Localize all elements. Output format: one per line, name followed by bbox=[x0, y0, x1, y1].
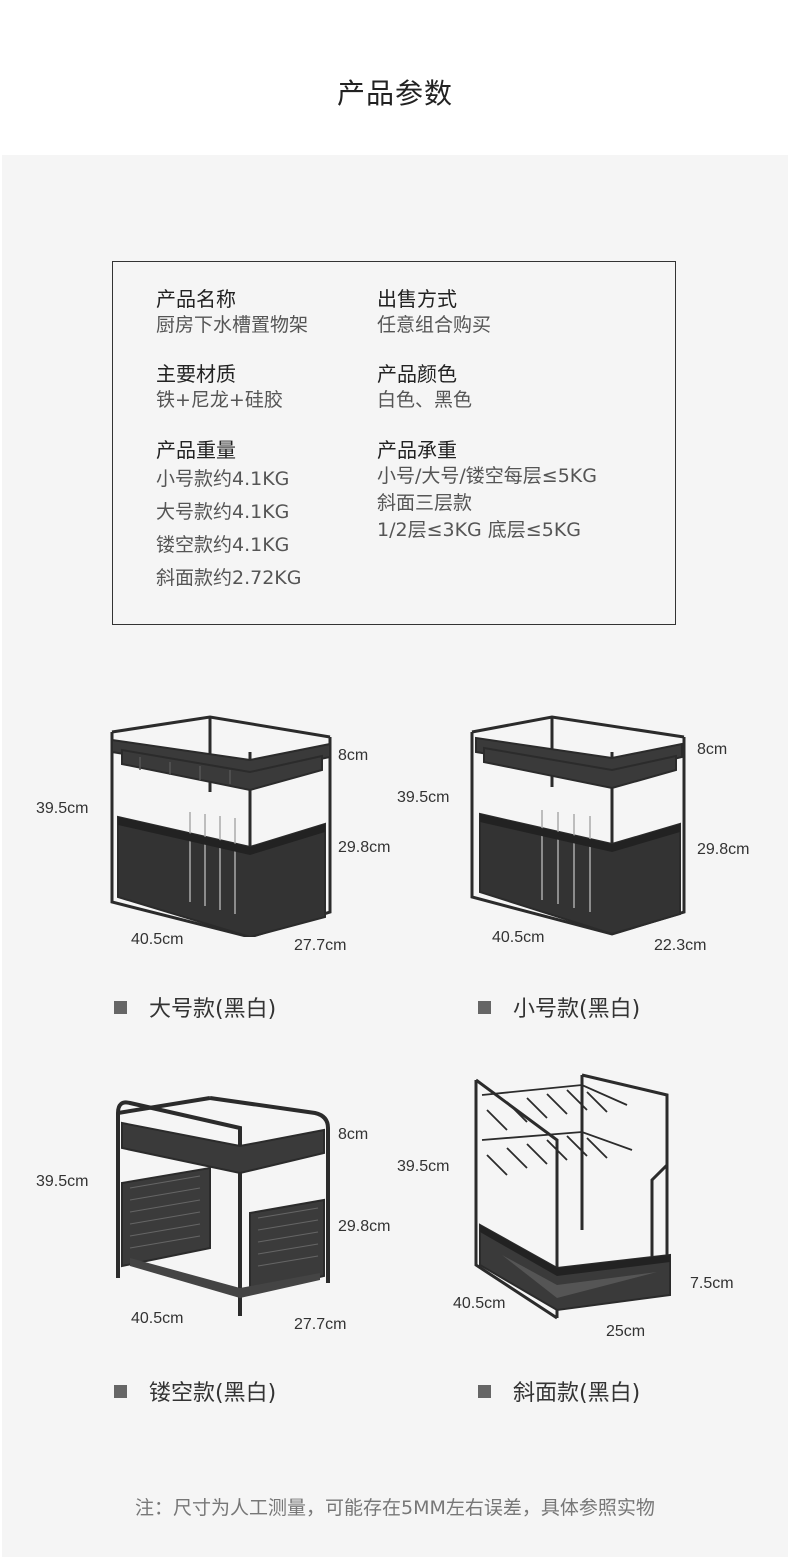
spec-label: 产品颜色 bbox=[377, 362, 457, 386]
rack-hollow-drawing bbox=[116, 1096, 330, 1316]
spec-value: 小号款约4.1KG bbox=[156, 468, 290, 490]
bullet-square-icon bbox=[114, 1001, 127, 1014]
dim-lower-layer: 29.8cm bbox=[697, 841, 750, 858]
dim-height: 39.5cm bbox=[397, 1158, 450, 1175]
spec-value: 大号款约4.1KG bbox=[156, 501, 290, 523]
page-title: 产品参数 bbox=[336, 77, 453, 110]
product-hollow-image bbox=[100, 1088, 335, 1320]
spec-label: 出售方式 bbox=[377, 287, 457, 311]
caption-text: 大号款(黑白) bbox=[149, 997, 277, 1022]
spec-value: 铁+尼龙+硅胶 bbox=[156, 389, 283, 411]
spec-load: 产品承重 小号/大号/镂空每层≤5KG 斜面三层款 1/2层≤3KG 底层≤5K… bbox=[377, 437, 597, 544]
bullet-square-icon bbox=[114, 1385, 127, 1398]
caption-text: 小号款(黑白) bbox=[513, 997, 641, 1022]
caption-hollow: 镂空款(黑白) bbox=[114, 1375, 276, 1407]
dim-width: 40.5cm bbox=[131, 1310, 184, 1327]
measurement-note: 注：尺寸为人工测量，可能存在5MM左右误差，具体参照实物 bbox=[135, 1497, 655, 1519]
dim-width: 40.5cm bbox=[453, 1295, 506, 1312]
caption-large: 大号款(黑白) bbox=[114, 991, 276, 1023]
rack-large-drawing bbox=[110, 715, 332, 937]
spec-value: 任意组合购买 bbox=[377, 314, 492, 336]
dim-bottom-layer: 7.5cm bbox=[690, 1275, 734, 1292]
rack-small-drawing bbox=[470, 715, 686, 936]
product-slanted-image bbox=[462, 1070, 692, 1322]
spec-label: 产品名称 bbox=[156, 287, 236, 311]
dim-height: 39.5cm bbox=[36, 1173, 89, 1190]
spec-label: 主要材质 bbox=[156, 362, 236, 386]
spec-value: 镂空款约4.1KG bbox=[156, 534, 290, 556]
dim-height: 39.5cm bbox=[36, 800, 89, 817]
dim-top-layer: 8cm bbox=[697, 741, 728, 758]
dim-top-layer: 8cm bbox=[338, 747, 369, 764]
spec-color: 产品颜色 白色、黑色 bbox=[377, 361, 472, 414]
spec-value: 1/2层≤3KG 底层≤5KG bbox=[377, 519, 581, 541]
spec-product-name: 产品名称 厨房下水槽置物架 bbox=[156, 286, 308, 339]
spec-label: 产品承重 bbox=[377, 438, 457, 462]
caption-small: 小号款(黑白) bbox=[478, 991, 640, 1023]
dim-height: 39.5cm bbox=[397, 789, 450, 806]
spec-sale-method: 出售方式 任意组合购买 bbox=[377, 286, 491, 339]
bullet-square-icon bbox=[478, 1001, 491, 1014]
dim-width: 40.5cm bbox=[131, 931, 184, 948]
rack-slanted-drawing bbox=[474, 1073, 671, 1320]
dim-depth: 27.7cm bbox=[294, 1316, 347, 1333]
dim-width: 40.5cm bbox=[492, 929, 545, 946]
spec-value: 厨房下水槽置物架 bbox=[156, 314, 309, 336]
spec-value: 斜面款约2.72KG bbox=[156, 567, 302, 589]
dim-depth: 27.7cm bbox=[294, 937, 347, 954]
caption-slanted: 斜面款(黑白) bbox=[478, 1375, 640, 1407]
caption-text: 斜面款(黑白) bbox=[513, 1381, 641, 1406]
spec-value: 白色、黑色 bbox=[377, 389, 473, 411]
spec-label: 产品重量 bbox=[156, 438, 236, 462]
spec-box: 产品名称 厨房下水槽置物架 出售方式 任意组合购买 主要材质 铁+尼龙+硅胶 产… bbox=[112, 261, 676, 625]
product-small-image bbox=[462, 712, 690, 937]
bullet-square-icon bbox=[478, 1385, 491, 1398]
spec-value: 斜面三层款 bbox=[377, 492, 473, 514]
dim-depth: 25cm bbox=[606, 1323, 646, 1340]
product-large-image bbox=[100, 712, 340, 937]
dim-lower-layer: 29.8cm bbox=[338, 839, 391, 856]
spec-weight: 产品重量 小号款约4.1KG 大号款约4.1KG 镂空款约4.1KG 斜面款约2… bbox=[156, 437, 302, 595]
spec-value: 小号/大号/镂空每层≤5KG bbox=[377, 465, 597, 487]
spec-material: 主要材质 铁+尼龙+硅胶 bbox=[156, 361, 283, 414]
dim-top-layer: 8cm bbox=[338, 1126, 369, 1143]
caption-text: 镂空款(黑白) bbox=[149, 1381, 277, 1406]
dim-lower-layer: 29.8cm bbox=[338, 1218, 391, 1235]
dim-depth: 22.3cm bbox=[654, 937, 707, 954]
